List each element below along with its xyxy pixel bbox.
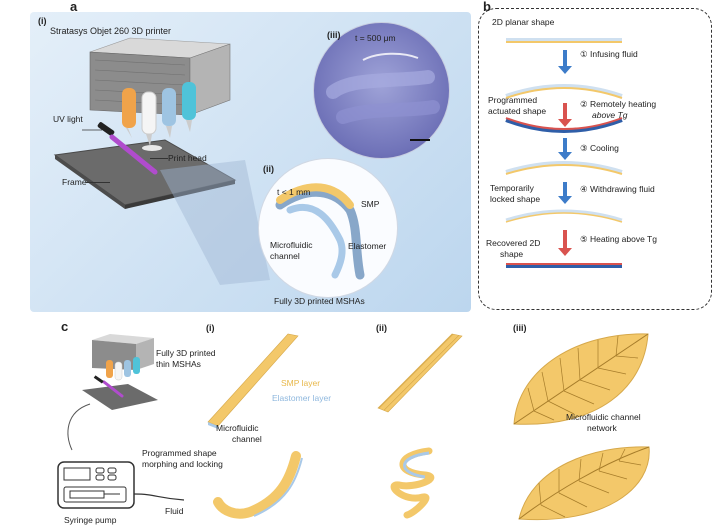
microfluidic-label-line1: Microfluidic: [270, 240, 313, 250]
uv-beam: [109, 134, 158, 175]
recovered-label-2: shape: [500, 249, 524, 259]
frame-leader: [86, 182, 110, 183]
flow-arrow-c: [67, 403, 91, 451]
microfluidic-c-label-2: channel: [232, 434, 262, 444]
panel-c-sub-ii: (ii): [376, 323, 387, 333]
hatched-strip-ii: [377, 333, 463, 413]
print-head-label: Print head: [168, 153, 207, 163]
recovered-label-1: Recovered 2D: [486, 238, 541, 248]
programmed-morph-label-2: morphing and locking: [142, 459, 223, 469]
programmed-label-1: Programmed: [488, 95, 538, 105]
glove-fingers: [326, 52, 440, 141]
panel-a-sub-iii: (iii): [327, 30, 341, 40]
programmed-label-2: actuated shape: [488, 106, 547, 116]
smp-label: SMP: [361, 199, 380, 209]
curled-strip-i: [213, 451, 303, 519]
panel-a-sub-i: (i): [38, 16, 47, 26]
zoom-cone: [160, 160, 270, 285]
panel-a-sub-ii: (ii): [263, 164, 274, 174]
step1-label: ① Infusing fluid: [580, 49, 638, 59]
panel-c-sub-i: (i): [206, 323, 215, 333]
temp-locked-label-1: Temporarily: [490, 183, 534, 193]
print-head-leader: [150, 158, 168, 159]
detail-circle-ii: [258, 158, 398, 298]
mshas-strip: [275, 183, 365, 280]
syringe-pump-label: Syringe pump: [64, 515, 117, 525]
fluid-label: Fluid: [165, 506, 184, 516]
t500-label: t = 500 μm: [355, 33, 396, 43]
step3-label: ③ Cooling: [580, 143, 619, 153]
curved-leaf-iii: [518, 446, 650, 521]
microfluidic-label-line2: channel: [270, 251, 300, 261]
syringe-pump: [57, 461, 185, 509]
smp-layer-label: SMP layer: [281, 378, 321, 388]
planar-shape-label: 2D planar shape: [492, 17, 555, 27]
frame-label: Frame: [62, 177, 87, 187]
panel-c-label: c: [61, 319, 69, 334]
fully-printed-label: Fully 3D printed MSHAs: [274, 296, 365, 306]
step2-label-2: above Tg: [592, 110, 628, 120]
flat-leaf-iii: [513, 333, 649, 425]
printer-name-label: Stratasys Objet 260 3D printer: [50, 26, 172, 36]
elastomer-label: Elastomer: [348, 241, 387, 251]
panel-a-label: a: [70, 0, 78, 14]
small-printer: [82, 334, 158, 410]
network-label-1: Microfluidic channel: [566, 412, 641, 422]
helix-strip-ii: [390, 447, 435, 519]
uv-lamp: [97, 122, 115, 136]
temp-locked-label-2: locked shape: [490, 194, 541, 204]
fully-thin-label-1: Fully 3D printed: [156, 348, 216, 358]
elastomer-layer-label: Elastomer layer: [272, 393, 332, 403]
panel-b-frame: [478, 8, 712, 310]
network-label-2: network: [587, 423, 617, 433]
step2-label-1: ② Remotely heating: [580, 99, 657, 109]
step5-label: ⑤ Heating above Tg: [580, 234, 657, 244]
panel-b-diagram: [505, 38, 623, 268]
printer-illustration: [53, 37, 237, 209]
straight-strip-i: [207, 333, 299, 429]
resin-cartridges: [122, 82, 196, 151]
programmed-morph-label-1: Programmed shape: [142, 448, 217, 458]
panel-b-label: b: [483, 0, 491, 14]
fully-thin-label-2: thin MSHAs: [156, 359, 201, 369]
panel-c-sub-iii: (iii): [513, 323, 527, 333]
thickness-label: t < 1 mm: [277, 187, 311, 197]
uv-light-label: UV light: [53, 114, 83, 124]
microfluidic-c-label-1: Microfluidic: [216, 423, 259, 433]
step4-label: ④ Withdrawing fluid: [580, 184, 655, 194]
